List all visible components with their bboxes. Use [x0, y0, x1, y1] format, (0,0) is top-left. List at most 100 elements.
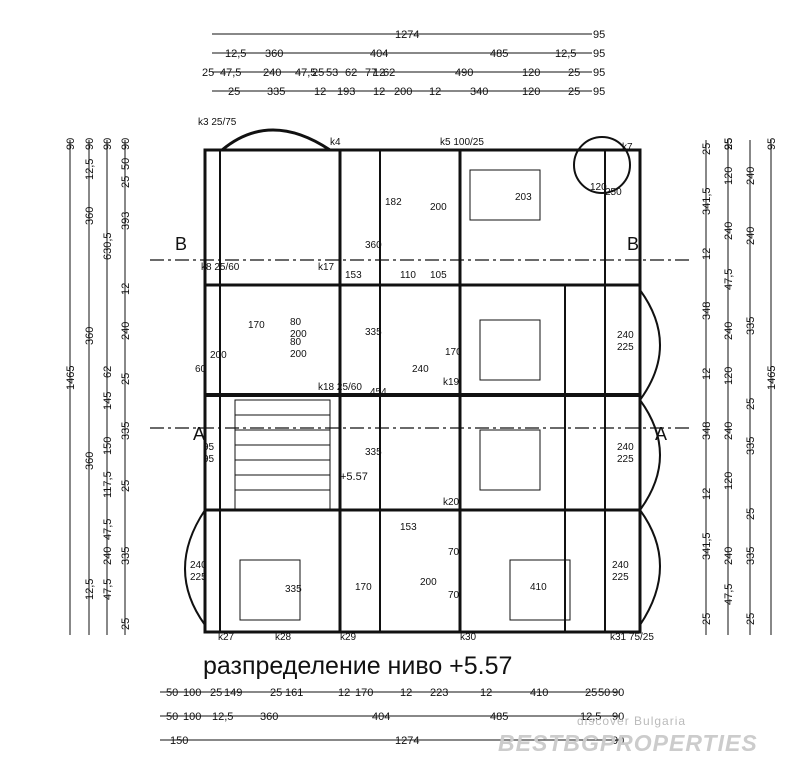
- room-dimension-label: 200: [430, 202, 447, 213]
- dimension-label: 240: [723, 547, 735, 565]
- dimension-label: 47,5: [102, 579, 114, 600]
- dimension-label: 12: [120, 283, 132, 295]
- dimension-label: 485: [490, 48, 508, 60]
- dimension-label: 240: [723, 422, 735, 440]
- dimension-label: 120: [723, 472, 735, 490]
- dimension-label: 410: [530, 687, 548, 699]
- dimension-label: 12: [480, 687, 492, 699]
- room-dimension-label: 360: [365, 240, 382, 251]
- dimension-label: 145: [102, 392, 114, 410]
- opening-tag: k5 100/25: [440, 137, 484, 148]
- dimension-label: 25: [202, 67, 214, 79]
- dimension-label: 90: [612, 687, 624, 699]
- dimension-label: 12: [400, 687, 412, 699]
- dimension-label: 47,5: [723, 269, 735, 290]
- dimension-label: 360: [265, 48, 283, 60]
- room-dimension-label: 200: [290, 349, 307, 360]
- room-dimension-label: 95: [203, 442, 215, 453]
- dimension-label: 47,5: [295, 67, 316, 79]
- dimension-label: 25: [312, 67, 324, 79]
- room-dimension-label: 110: [400, 270, 416, 281]
- dimension-label: 25: [228, 86, 240, 98]
- room-dimension-label: 240: [412, 364, 429, 375]
- dimension-label: 25: [745, 508, 757, 520]
- dimension-label: 50: [166, 711, 178, 723]
- dimension-label: 90: [84, 138, 96, 150]
- dimension-label: 240: [263, 67, 281, 79]
- dimension-label: 25: [701, 613, 713, 625]
- dimension-label: 223: [430, 687, 448, 699]
- dimension-label: 240: [102, 547, 114, 565]
- room-dimension-label: 225: [617, 342, 634, 353]
- room-dimension-label: 120: [590, 182, 607, 193]
- dimension-label: 335: [120, 547, 132, 565]
- dimension-label: 100: [183, 687, 201, 699]
- dimension-label: 485: [490, 711, 508, 723]
- room-dimension-label: 170: [445, 347, 462, 358]
- room-dimension-label: 200: [290, 329, 307, 340]
- room-dimension-label: 225: [190, 572, 207, 583]
- dimension-label: 240: [723, 322, 735, 340]
- dimension-label: 95: [593, 29, 605, 41]
- dimension-label: 12,5: [225, 48, 246, 60]
- dimension-label: 25: [723, 138, 735, 150]
- opening-tag: k29: [340, 632, 357, 643]
- room-dimension-label: 80: [290, 317, 302, 328]
- dimension-label: 100: [183, 711, 201, 723]
- dimension-label: 25: [568, 67, 580, 79]
- opening-tag: k18 25/60: [318, 382, 362, 393]
- room-dimension-label: 60: [195, 364, 207, 375]
- dimension-label: 12: [373, 86, 385, 98]
- plan-caption: разпределение ниво +5.57: [203, 652, 513, 680]
- dimension-label: 25: [120, 618, 132, 630]
- room-dimension-label: 240: [617, 330, 634, 341]
- dimension-label: 150: [102, 437, 114, 455]
- dimension-label: 50: [166, 687, 178, 699]
- dimension-label: 120: [723, 367, 735, 385]
- room-dimension-label: 335: [365, 327, 382, 338]
- dimension-label: 170: [355, 687, 373, 699]
- dimension-label: 348: [701, 422, 713, 440]
- dimension-label: 90: [120, 138, 132, 150]
- opening-tag: k27: [218, 632, 235, 643]
- level-mark: +5.57: [340, 471, 368, 483]
- dimension-label: 335: [745, 437, 757, 455]
- dimension-label: 95: [593, 67, 605, 79]
- dimension-label: 50: [598, 687, 610, 699]
- dimension-label: 348: [701, 302, 713, 320]
- dimension-label: 12,5: [555, 48, 576, 60]
- opening-tag: k19: [443, 377, 460, 388]
- dimension-label: 12: [429, 86, 441, 98]
- section-mark-b-right: B: [627, 234, 639, 254]
- room-dimension-label: 225: [612, 572, 629, 583]
- dimension-label: 25: [745, 398, 757, 410]
- dimension-label: 335: [745, 317, 757, 335]
- dimension-label: 335: [120, 422, 132, 440]
- room-dimension-label: 153: [345, 270, 362, 281]
- dimension-label: 1274: [395, 735, 419, 747]
- dimension-lines: [69, 33, 772, 741]
- dimension-label: 25: [701, 143, 713, 155]
- opening-tag: k7: [622, 142, 633, 153]
- dimension-label: 95: [593, 48, 605, 60]
- dimension-label: 62: [345, 67, 357, 79]
- dimension-label: 50: [120, 158, 132, 170]
- room-dimension-label: 335: [285, 584, 302, 595]
- dimension-label: 25: [745, 613, 757, 625]
- dimension-label: 12,5: [580, 711, 601, 723]
- room-dimension-label: 240: [612, 560, 629, 571]
- dimension-label: 95: [593, 86, 605, 98]
- room-dimension-label: 105: [430, 270, 447, 281]
- dimension-label: 62: [102, 366, 114, 378]
- room-dimension-label: 182: [385, 197, 402, 208]
- dimension-label: 25: [568, 86, 580, 98]
- dimension-label: 404: [370, 48, 388, 60]
- opening-tag: k30: [460, 632, 477, 643]
- dimension-label: 53: [326, 67, 338, 79]
- dimension-label: 393: [120, 212, 132, 230]
- dimension-label: 120: [522, 86, 540, 98]
- dimension-label: 25: [120, 176, 132, 188]
- opening-tag: k3 25/75: [198, 117, 237, 128]
- dimension-label: 341,5: [701, 532, 713, 560]
- dimension-label: 12: [373, 67, 385, 79]
